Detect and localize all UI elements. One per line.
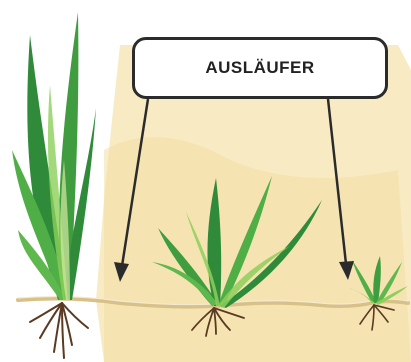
mother-plant-roots (30, 303, 88, 358)
label-box: AUSLÄUFER (132, 37, 388, 99)
stolon-label: AUSLÄUFER (205, 58, 314, 78)
mother-plant (12, 12, 96, 300)
